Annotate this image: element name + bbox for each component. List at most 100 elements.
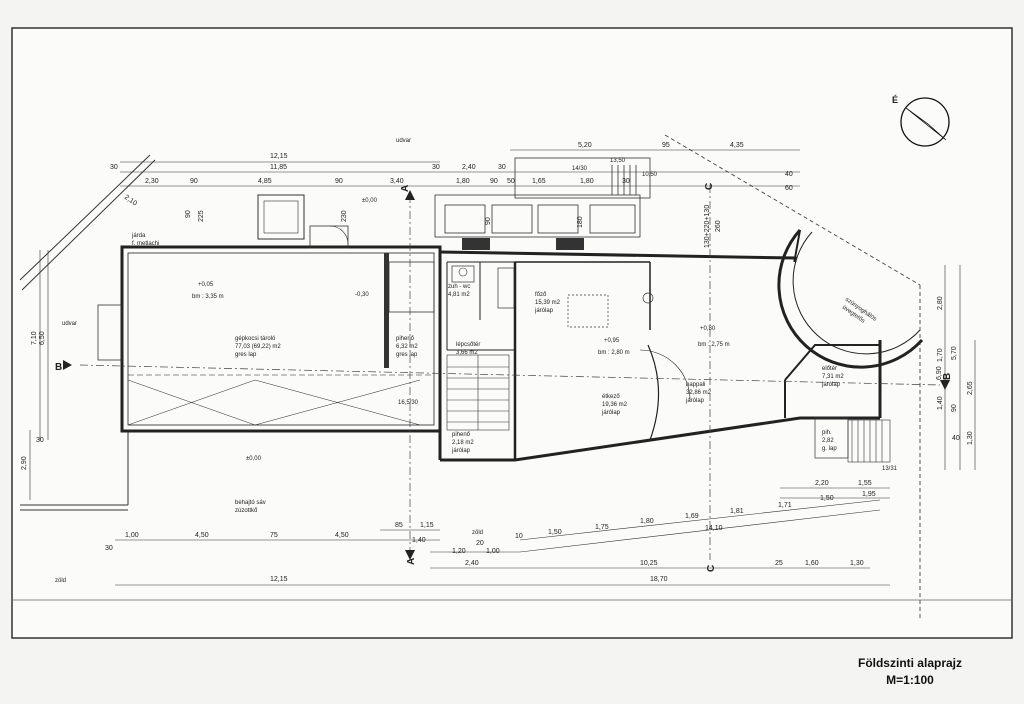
dim-v230: 230 [341,210,348,222]
stair-ratio-top: 13,50 [610,158,626,164]
level-zero-top: ±0,00 [362,198,378,204]
wc-area: 4,81 m2 [448,292,470,298]
north-arrow-icon: É [892,95,950,147]
porch-floor: g. lap [822,446,837,452]
dim-r180a: 1,80 [456,178,470,185]
section-lines [79,185,941,560]
section-b-right: B [942,373,953,380]
dim-v90: 90 [185,210,192,218]
wc-name: zuh - wc [448,284,470,290]
kitchen-floor: járólap [534,308,554,314]
garage-area: 77,03 (69,22) m2 [235,344,281,350]
porch-box [814,417,849,459]
dim-b140: 1,40 [412,537,426,544]
garage-floor: gres lap [235,352,257,358]
label-metlachi: f. metlachi [132,241,159,247]
dim-r90: 90 [951,404,958,412]
dim-b25: 25 [775,560,783,567]
dim-r280: 2,80 [937,296,944,310]
label-behajto: behajtó sáv [235,500,266,506]
stair-ratio-mid: 14/30 [572,166,588,172]
living-name: nappali [686,382,705,388]
dim-v90b: 90 [485,217,492,225]
dim-r140: 1,40 [937,396,944,410]
dim-r265: 2,65 [967,381,974,395]
title-block: Földszinti alaprajz M=1:100 [830,655,990,689]
skylight-box-1-inner [263,200,299,234]
dining-area: 19,36 m2 [602,402,628,408]
stair-area: 3,66 m2 [456,350,478,356]
dim-b160: 1,60 [805,560,819,567]
dim-r40-side: 40 [952,435,960,442]
dim-seg4: 90 [335,178,343,185]
dim-d10: 10 [515,533,523,540]
section-a-arrow-bottom [405,550,415,560]
section-a-bottom: A [406,558,417,565]
pantry-floor: gres lap [396,352,418,358]
pantry-name: pihenő [396,336,415,342]
dim-d220: 2,20 [815,480,829,487]
dim-v130: 130+220+130 [704,205,711,248]
drawing-scale: M=1:100 [886,673,934,687]
garage-height: bm : 3,35 m [192,294,224,300]
dim-d1410: 14,10 [705,525,723,532]
sink-icon [458,267,468,277]
hall-name: előtér [822,366,837,372]
dim-r30b: 30 [622,178,630,185]
right-diagonal-line [664,134,921,286]
skylight-box-1 [257,194,305,240]
dim-r90a: 90 [490,178,498,185]
kitchen-area: 15,39 m2 [535,300,561,306]
dim-v260: 260 [715,220,722,232]
dim-r50: 50 [507,178,515,185]
dim-l30: 30 [36,437,44,444]
dim-d150: 1,50 [548,529,562,536]
pantry-area: 6,32 m2 [396,344,418,350]
dim-d181: 1,81 [730,508,744,515]
hall-floor: járólap [821,382,841,388]
dim-seg3: 4,85 [258,178,272,185]
dim-r30a: 30 [498,164,506,171]
bottom-dimension-lines [115,487,890,586]
conservatory-walls [777,228,924,418]
dim-b240: 2,40 [465,560,479,567]
kitchen-island [567,294,609,328]
garage-level: +0,05 [198,282,214,288]
dim-r240: 2,40 [462,164,476,171]
level-garage-out: -0,30 [355,292,369,298]
dim-r40: 40 [785,171,793,178]
section-a-arrow-top [405,190,415,200]
dim-d169: 1,69 [685,513,699,520]
dim-l650: 6,50 [39,331,46,345]
column-icon [642,292,654,304]
room-pantry: pihenő 6,32 m2 gres lap [396,336,418,358]
room-kitchen: főző 15,39 m2 járólap [534,292,561,314]
dim-r180b: 1,80 [580,178,594,185]
left-boundary-lines [19,154,156,511]
living-area: 32,86 m2 [686,390,712,396]
dim-inner-top: 11,85 [270,164,287,171]
stair-ratio-left: 16,5/30 [398,400,419,406]
section-b-arrow [63,360,72,370]
dim-b75: 75 [270,532,278,539]
label-zold-left: zöld [55,578,66,584]
landing-floor: járólap [451,448,471,454]
label-zold-mid: zöld [472,530,483,536]
drawing-title: Földszinti alaprajz [857,656,962,670]
section-b-left: B [55,362,62,373]
window-mark-2 [556,238,584,250]
room-hall: előtér 7,31 m2 járólap [821,366,844,388]
dim-b1870: 18,70 [650,576,668,583]
stair-ratio-top2: 10,50 [642,172,658,178]
dim-v225: 225 [198,210,205,222]
garage-stair-box [388,261,435,313]
porch-name: pih. [822,430,832,436]
dim-b130: 1,30 [850,560,864,567]
dim-b85: 85 [395,522,403,529]
landing-name: pihenő [452,432,471,438]
landing-area: 2,18 m2 [452,440,474,446]
dim-b100b: 1,00 [486,548,500,555]
level-zero-bottom: ±0,00 [246,456,262,462]
svg-text:É: É [892,95,898,105]
dim-b1215: 12,15 [270,576,288,583]
